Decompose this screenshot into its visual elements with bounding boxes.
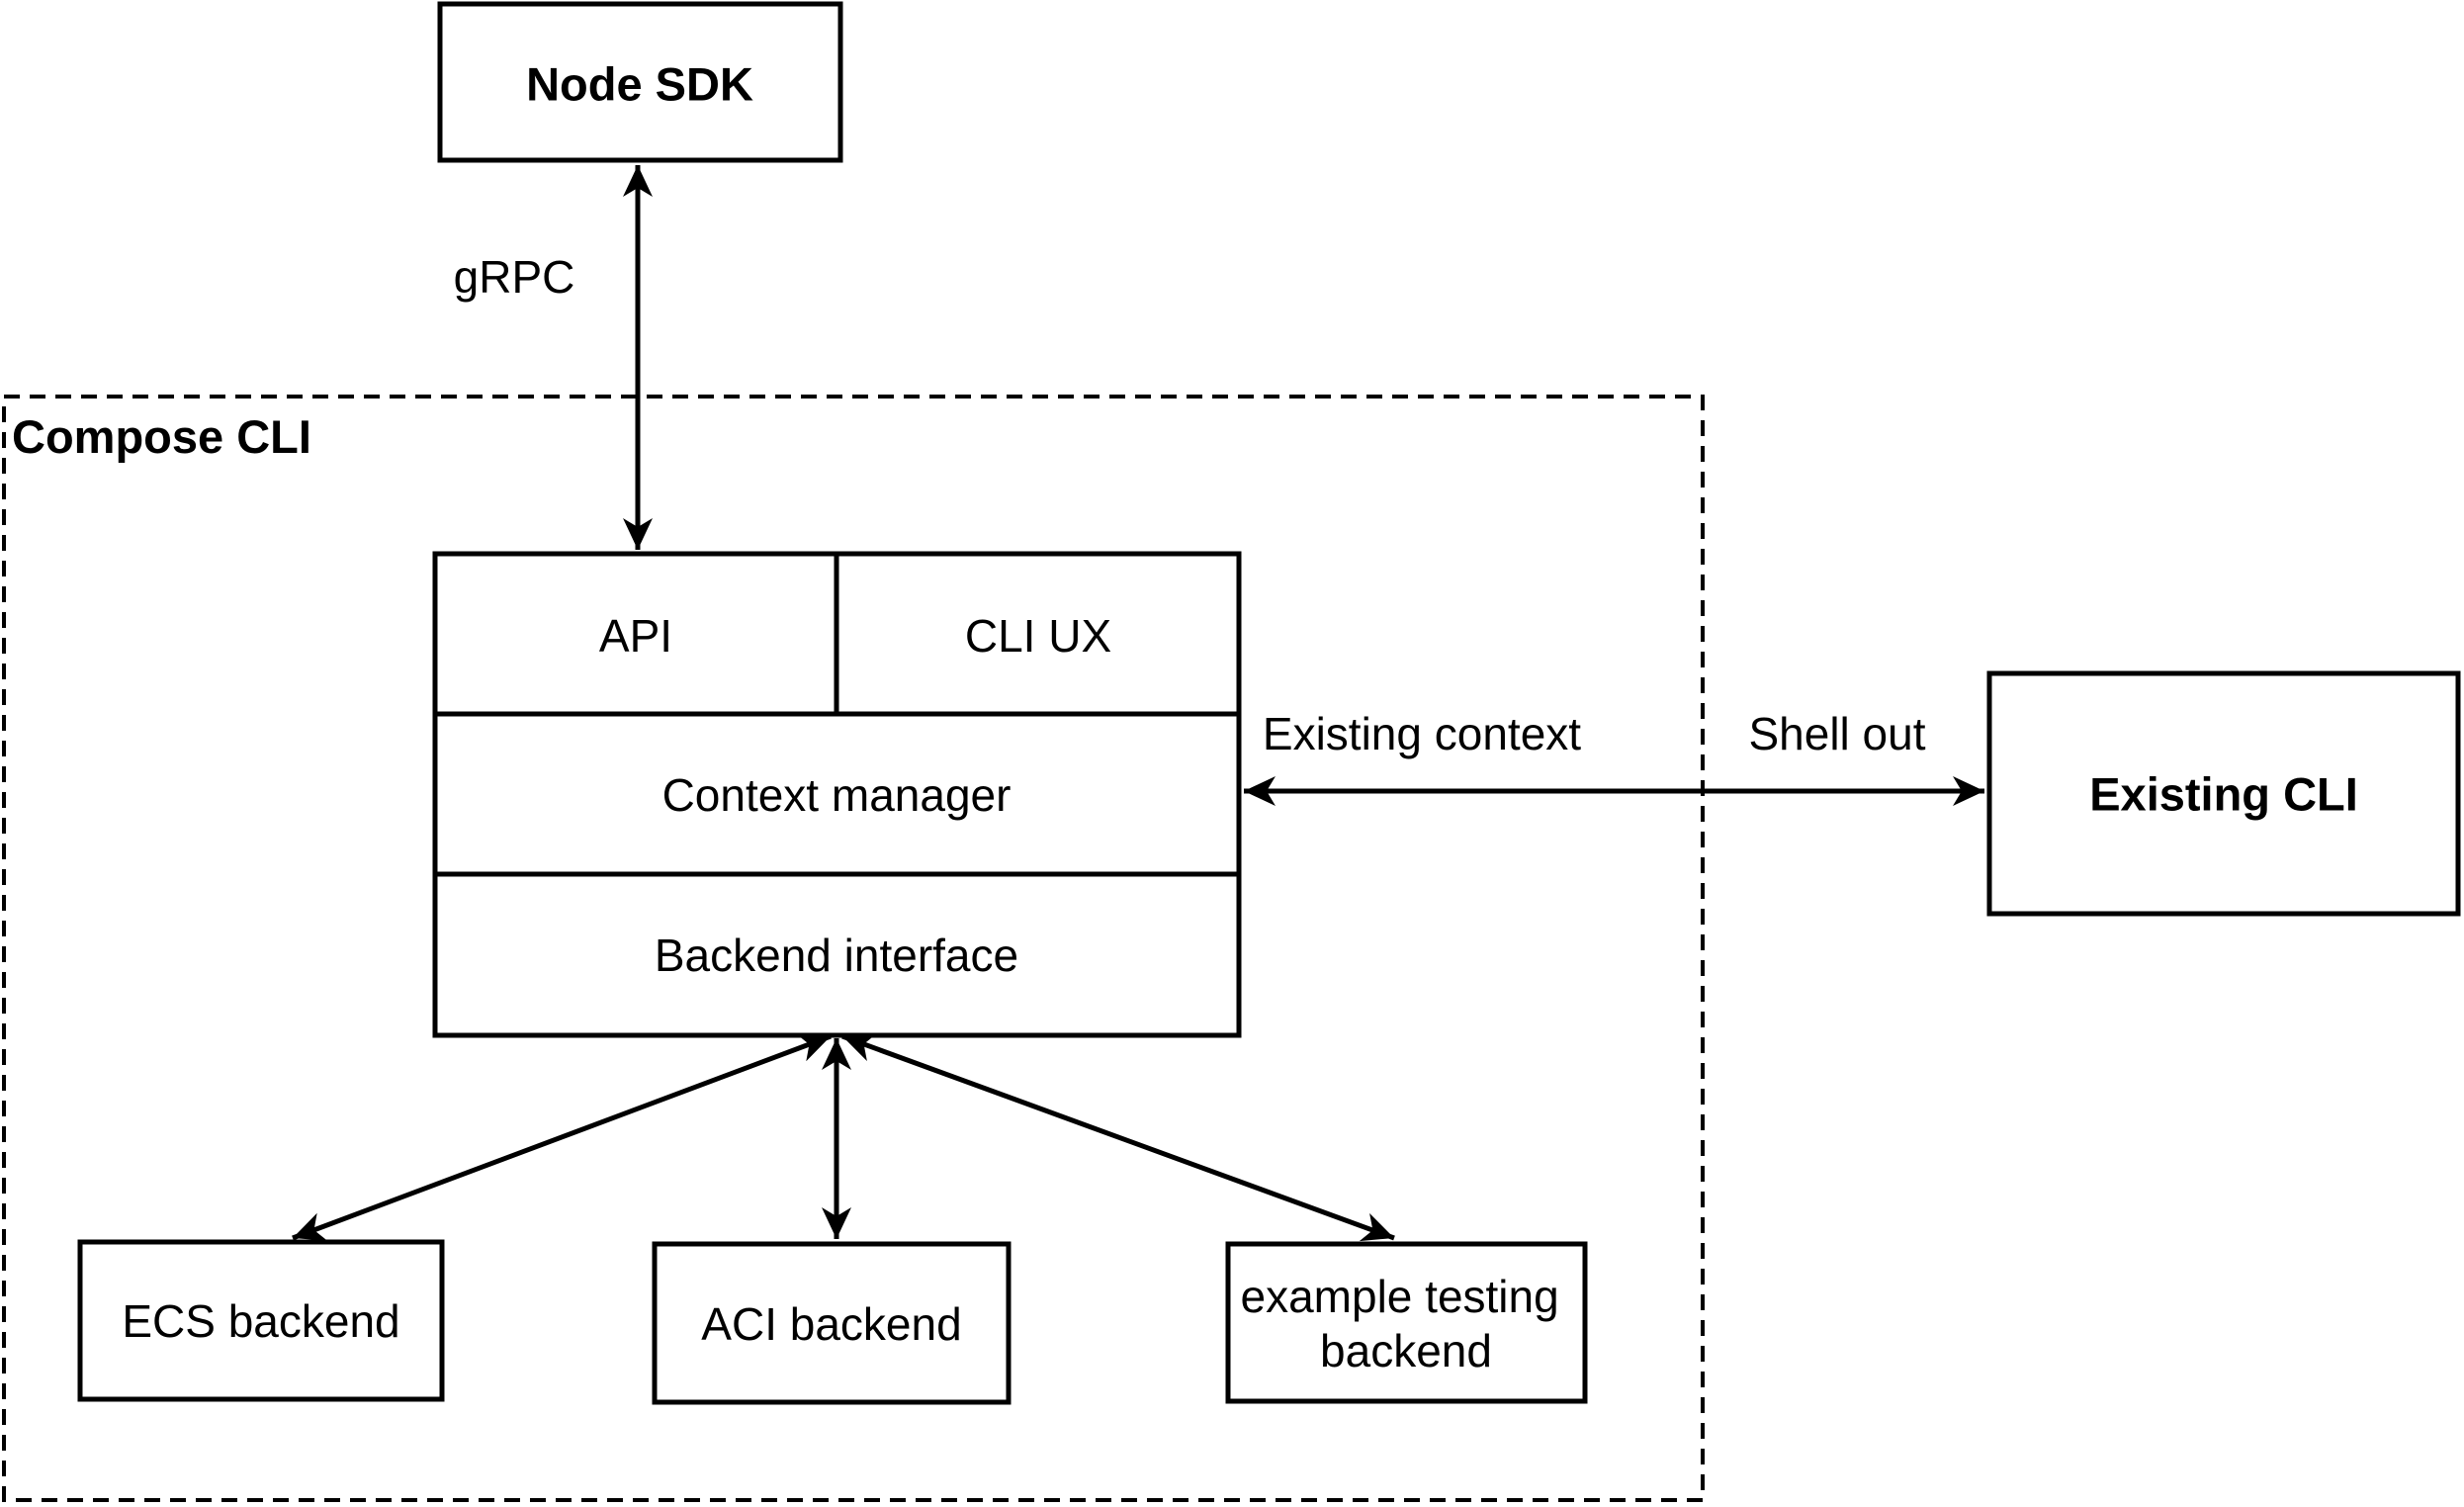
- grpc-edge-label: gRPC: [454, 251, 575, 303]
- existing-cli-label: Existing CLI: [2089, 768, 2358, 821]
- cli-ux-label: CLI UX: [965, 610, 1111, 662]
- ecs-backend-label: ECS backend: [122, 1295, 399, 1347]
- context-manager-label: Context manager: [662, 769, 1012, 821]
- node-sdk-label: Node SDK: [526, 58, 753, 111]
- ecs-backend-box: [77, 1239, 445, 1402]
- shell-out-edge-label: Shell out: [1748, 708, 1925, 759]
- existing-cli-box: [1986, 670, 2461, 917]
- node-sdk-box: [437, 1, 843, 163]
- example-testing-backend-label-line2: backend: [1320, 1325, 1492, 1376]
- compose-cli-group-label: Compose CLI: [12, 410, 311, 463]
- aci-backend-box: [652, 1241, 1012, 1405]
- existing-context-edge-label: Existing context: [1263, 708, 1581, 759]
- aci-backend-label: ACI backend: [701, 1298, 961, 1350]
- backend-interface-label: Backend interface: [655, 930, 1018, 981]
- example-testing-backend-box: [1225, 1241, 1588, 1404]
- compose-cli-group-box: [2, 395, 1705, 1502]
- example-testing-backend-label-line1: example testing: [1241, 1271, 1559, 1322]
- example-testing-backend-label: example testing backend: [1241, 1271, 1572, 1376]
- backend-to-ecs-edge: [292, 1033, 832, 1241]
- backend-to-example-edge: [841, 1032, 1395, 1242]
- api-label: API: [599, 610, 672, 662]
